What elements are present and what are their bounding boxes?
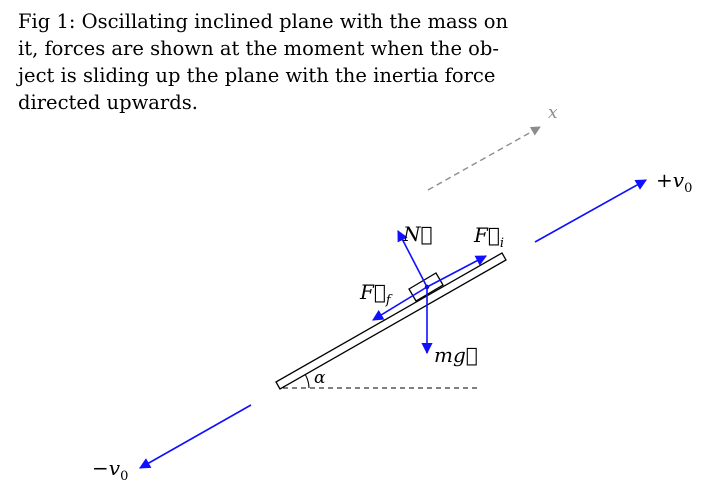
normal-force-label: N⃗ — [402, 222, 433, 246]
subscript: i — [500, 236, 504, 251]
subscript: 0 — [684, 181, 692, 196]
sign: + — [656, 168, 673, 192]
x-axis-label: x — [548, 103, 558, 123]
plus-velocity-label: +v0 — [656, 168, 692, 196]
angle-label: α — [314, 368, 326, 388]
symbol: F⃗ — [359, 280, 386, 304]
angle-arc — [304, 373, 310, 389]
gravity-label: mg⃗ — [434, 343, 478, 367]
x-axis-arrow — [427, 126, 541, 191]
figure-caption: Fig 1: Oscillating inclined plane with t… — [18, 8, 538, 116]
sign: − — [92, 456, 109, 480]
inertia-force-label: F⃗i — [473, 223, 504, 251]
subscript: f — [385, 293, 393, 308]
minus-velocity-arrow — [139, 404, 252, 469]
symbol: F⃗ — [473, 223, 500, 247]
symbol: v — [109, 456, 121, 480]
inertia-force-arrow — [426, 255, 487, 288]
friction-force-label: F⃗f — [359, 280, 393, 308]
friction-force-arrow — [372, 286, 428, 321]
plus-velocity-arrow — [534, 179, 647, 243]
symbol: v — [673, 168, 685, 192]
caption-line: Fig 1: Oscillating inclined plane with t… — [18, 10, 509, 33]
caption-line: directed upwards. — [18, 91, 198, 114]
minus-velocity-label: −v0 — [92, 456, 128, 484]
inclined-plane — [275, 252, 507, 390]
caption-line: ject is sliding up the plane with the in… — [18, 64, 496, 87]
normal-force-arrow — [397, 230, 428, 288]
subscript: 0 — [120, 469, 128, 484]
caption-line: it, forces are shown at the moment when … — [18, 37, 499, 60]
